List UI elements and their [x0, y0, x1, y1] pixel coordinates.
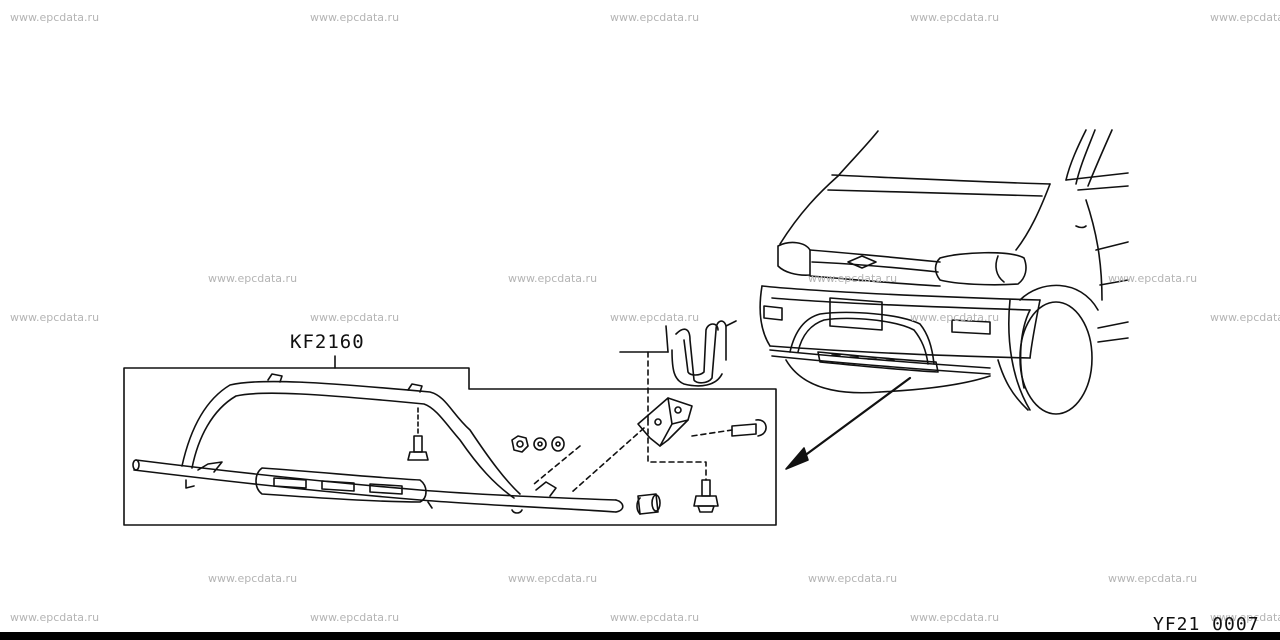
watermark: www.epcdata.ru: [310, 311, 400, 324]
side-bracket: [637, 397, 693, 447]
watermark: www.epcdata.ru: [910, 611, 1000, 624]
watermark: www.epcdata.ru: [610, 611, 700, 624]
watermark: www.epcdata.ru: [610, 11, 700, 24]
vehicle-front: [759, 129, 1129, 415]
watermark: www.epcdata.ru: [910, 11, 1000, 24]
watermark: www.epcdata.ru: [610, 311, 700, 324]
watermark: www.epcdata.ru: [508, 572, 598, 585]
mounting-bracket-detail: [619, 320, 737, 421]
watermark: www.epcdata.ru: [1108, 572, 1198, 585]
part-code-label[interactable]: KF2160: [290, 331, 365, 353]
watermark: www.epcdata.ru: [910, 311, 1000, 324]
watermark: www.epcdata.ru: [10, 11, 100, 24]
watermark: www.epcdata.ru: [1210, 11, 1280, 24]
watermark: www.epcdata.ru: [310, 611, 400, 624]
watermark: www.epcdata.ru: [10, 611, 100, 624]
drawing-id: YF21 0007: [1153, 614, 1260, 635]
watermark: www.epcdata.ru: [808, 572, 898, 585]
bolt-lower: [647, 419, 719, 513]
front-guard-bar: [132, 373, 624, 514]
bottom-border: [0, 632, 1280, 640]
watermark: www.epcdata.ru: [808, 272, 898, 285]
watermark: www.epcdata.ru: [208, 272, 298, 285]
grommet-clip: [636, 493, 661, 515]
nut-washer-set: [511, 427, 645, 493]
bolt-right: [691, 419, 767, 437]
bolt-left: [407, 407, 429, 461]
watermark: www.epcdata.ru: [1210, 311, 1280, 324]
part-group-frame: [123, 367, 777, 526]
watermark: www.epcdata.ru: [310, 11, 400, 24]
watermark: www.epcdata.ru: [1210, 611, 1280, 624]
watermark: www.epcdata.ru: [10, 311, 100, 324]
watermark: www.epcdata.ru: [508, 272, 598, 285]
watermark: www.epcdata.ru: [208, 572, 298, 585]
direction-arrow: [785, 376, 912, 470]
watermark: www.epcdata.ru: [1108, 272, 1198, 285]
